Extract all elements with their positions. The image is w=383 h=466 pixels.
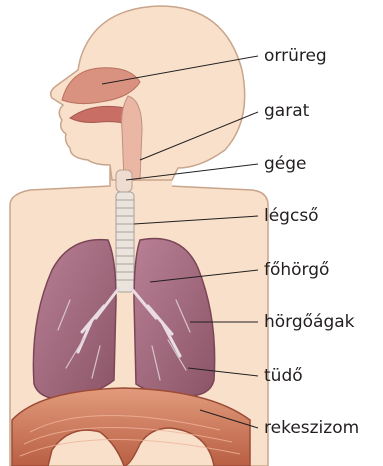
- label-pharynx: garat: [264, 101, 309, 121]
- label-nasal-cavity: orrüreg: [264, 46, 327, 66]
- label-main-bronchus: főhörgő: [264, 260, 329, 280]
- pharynx-shape: [122, 96, 142, 180]
- trachea-shape: [116, 192, 134, 292]
- label-trachea: légcső: [264, 206, 319, 226]
- label-diaphragm: rekeszizom: [264, 418, 359, 438]
- label-bronchioles: hörgőágak: [264, 312, 355, 332]
- larynx-shape: [116, 170, 132, 192]
- label-lung: tüdő: [264, 366, 303, 386]
- label-larynx: gége: [264, 154, 307, 174]
